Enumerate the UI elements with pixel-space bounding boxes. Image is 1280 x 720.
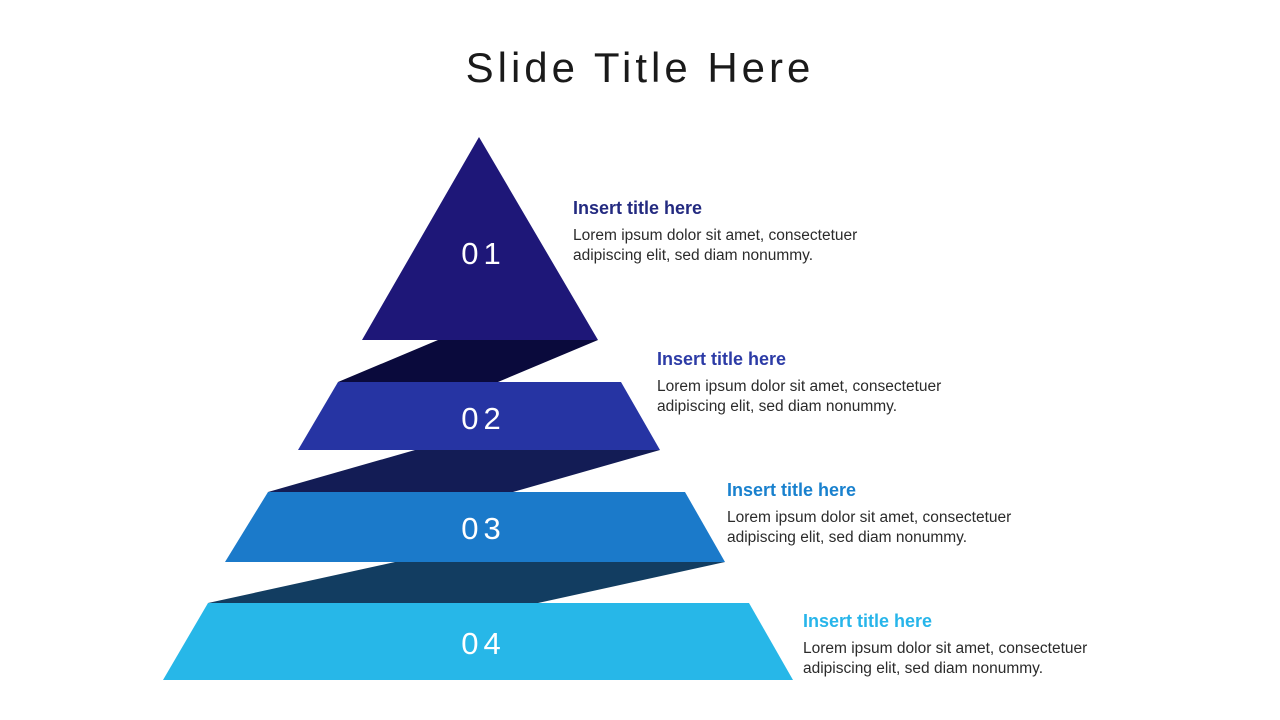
level-number-1: 01 [461,236,506,271]
block-body-3: Lorem ipsum dolor sit amet, consectetuer… [727,509,1012,546]
block-title-2: Insert title here [657,349,787,369]
block-title-1: Insert title here [573,198,703,218]
level-number-3: 03 [461,511,506,546]
text-block-1: Insert title here Lorem ipsum dolor sit … [573,197,903,266]
pyramid-fold-3 [208,562,725,603]
level-number-4: 04 [461,626,506,661]
text-block-4: Insert title here Lorem ipsum dolor sit … [803,610,1133,679]
pyramid-fold-2 [268,450,660,492]
level-number-2: 02 [461,401,506,436]
block-body-1: Lorem ipsum dolor sit amet, consectetuer… [573,227,858,264]
slide-title: Slide Title Here [465,44,815,91]
block-body-4: Lorem ipsum dolor sit amet, consectetuer… [803,640,1088,677]
block-body-2: Lorem ipsum dolor sit amet, consectetuer… [657,378,942,415]
pyramid-segment-1 [362,137,598,340]
pyramid-segment-3 [225,492,725,562]
pyramid-segment-2 [298,382,660,450]
pyramid-fold-1 [338,340,598,382]
block-title-4: Insert title here [803,611,933,631]
text-block-3: Insert title here Lorem ipsum dolor sit … [727,479,1057,548]
pyramid-segment-4 [163,603,793,680]
text-block-2: Insert title here Lorem ipsum dolor sit … [657,348,987,417]
block-title-3: Insert title here [727,480,857,500]
